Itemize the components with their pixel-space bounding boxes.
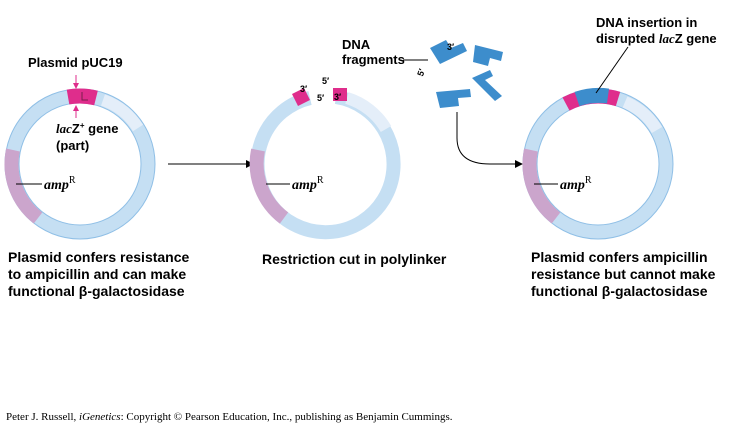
polylinker-light-region (100, 94, 144, 132)
caption-1-line-2: to ampicillin and can make (8, 266, 186, 282)
plasmid-1 (4, 88, 156, 240)
plasmid-3 (522, 87, 674, 240)
fragment-end-5: 5′ (415, 67, 427, 77)
end-label-right-5: 5′ (322, 76, 329, 86)
fragments-label-line-1: DNA (342, 37, 371, 52)
amp-label: ampR (292, 175, 324, 193)
caption-3-line-3: functional β-galactosidase (531, 283, 708, 299)
dna-fragments (430, 40, 503, 108)
caption-3-line-2: resistance but cannot make (531, 266, 716, 282)
insertion-title-line-2: disrupted lacZ gene (596, 31, 717, 46)
inserted-dna (574, 87, 610, 107)
caption-3-line-1: Plasmid confers ampicillin (531, 249, 708, 265)
copyright-credit: Peter J. Russell, iGenetics: Copyright ©… (6, 411, 453, 423)
dna-fragment-1 (430, 40, 467, 64)
amp-label: ampR (44, 175, 76, 193)
amp-label: ampR (560, 175, 592, 193)
amp-resistance-region (4, 148, 43, 224)
dna-fragment-4 (436, 89, 471, 108)
end-label-right-3: 3′ (334, 92, 341, 102)
plasmid-ring-cut (250, 90, 401, 240)
fragment-end-3: 3′ (447, 42, 454, 52)
cut-end-left (292, 88, 310, 106)
insertion-title-line-1: DNA insertion in (596, 15, 697, 30)
plasmid-ring-inner-edge (536, 102, 660, 226)
end-label-left-3: 3′ (300, 84, 307, 94)
dna-fragment-3 (472, 70, 502, 101)
step-arrow-2 (456, 112, 523, 168)
plasmid-2 (249, 88, 401, 240)
fragments-label-line-2: fragments (342, 52, 405, 67)
polylinker-light-region (622, 96, 663, 134)
polylinker-light-region (345, 92, 392, 133)
amp-resistance-region (522, 148, 561, 224)
caption-2: Restriction cut in polylinker (262, 251, 447, 267)
end-label-left-5: 5′ (317, 93, 324, 103)
amp-resistance-region (249, 148, 289, 224)
dna-fragment-2 (473, 45, 503, 66)
caption-1-line-1: Plasmid confers resistance (8, 249, 190, 265)
caption-1-line-3: functional β-galactosidase (8, 283, 185, 299)
lacz-marker (81, 92, 88, 101)
cut-end-right (333, 88, 347, 101)
insertion-pointer-line (595, 46, 629, 94)
lacz-gene-label: lacZ+ gene (56, 121, 118, 136)
lacz-part-label: (part) (56, 138, 89, 153)
plasmid-title: Plasmid pUC19 (28, 55, 123, 70)
